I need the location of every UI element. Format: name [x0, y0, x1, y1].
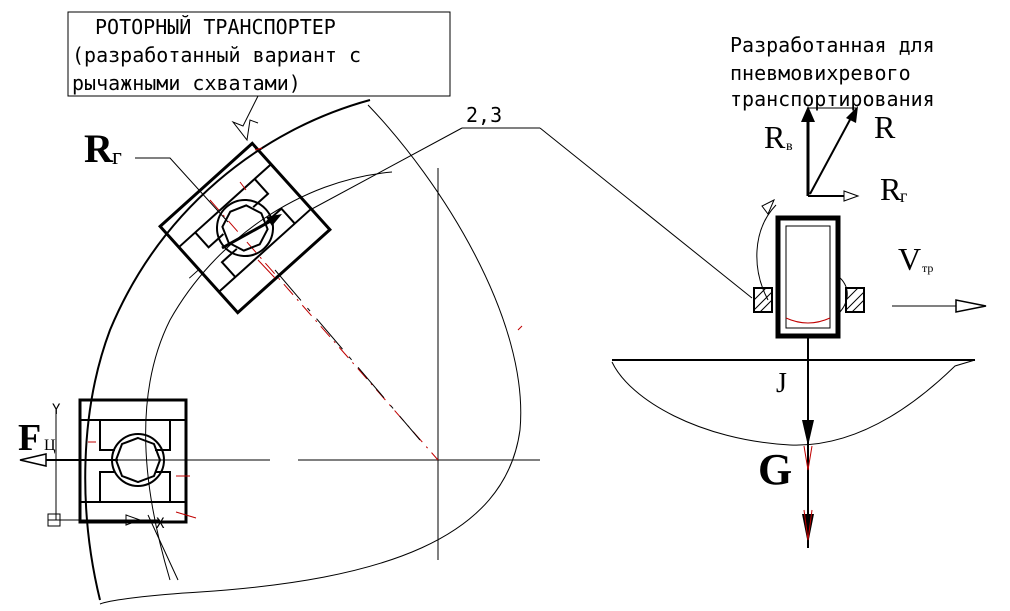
left-title-line2: (разработанный вариант с [72, 43, 361, 67]
rg-left-sub: г [112, 144, 122, 170]
r-label: R [874, 109, 896, 145]
f-label: F [18, 417, 41, 459]
pneumovortex-scheme: Разработанная для пневмовихревого трансп… [611, 33, 987, 548]
right-title-line1: Разработанная для [730, 33, 935, 57]
g-label: G [758, 445, 792, 494]
rotary-transporter: РОТОРНЫЙ ТРАНСПОРТЕР (разработанный вари… [18, 11, 540, 605]
gravity-arrowhead-1 [802, 420, 814, 446]
right-title-line3: транспортирования [730, 87, 935, 111]
red-marks [88, 147, 523, 519]
vortex-arrowhead [761, 198, 775, 215]
centrifugal-force-arrowhead [19, 453, 47, 467]
axis-y-label: Y [52, 402, 61, 418]
ref-line-left [309, 127, 463, 211]
reference-leader: 2,3 [309, 103, 753, 299]
trajectory-contour [99, 104, 522, 605]
axis-x-label: X [156, 516, 165, 532]
rg-left-leader [135, 157, 229, 223]
vortex-arc [756, 204, 777, 301]
right-side-element [845, 287, 865, 313]
rv-label: R [764, 119, 786, 155]
origin-marker [47, 513, 61, 527]
ref-line-right [539, 127, 753, 299]
r-arrowhead [846, 106, 858, 123]
tangent-line [147, 514, 179, 581]
radius-arrowhead [266, 214, 282, 226]
rg-left-label: R [84, 126, 114, 171]
rg-right-label: R [880, 171, 902, 207]
upper-gripper [157, 141, 333, 315]
flow-contour [611, 359, 976, 446]
vessel-inner [785, 225, 831, 329]
rv-sub: в [786, 139, 793, 154]
r-vector [809, 115, 853, 195]
vtr-label: V [898, 241, 921, 277]
radius-arrow [221, 216, 277, 250]
local-x-arrow [125, 514, 142, 526]
title-box [67, 11, 451, 97]
vtr-arrowhead [955, 299, 987, 313]
rotor-inner-arc [145, 171, 393, 581]
radius-line-black [274, 269, 421, 441]
f-sub: Ц [44, 437, 56, 454]
right-title-line2: пневмовихревого [730, 61, 911, 85]
rotor-outer-arc [84, 99, 371, 601]
rv-arrowhead [801, 106, 815, 122]
left-title-line1: РОТОРНЫЙ ТРАНСПОРТЕР [95, 15, 336, 39]
rg-right-sub: г [900, 186, 907, 206]
title-leader [231, 95, 259, 142]
left-title-line3: рычажными схватами) [72, 71, 301, 95]
j-label: J [776, 368, 787, 399]
vessel-bottom-red [785, 317, 831, 324]
gravity-arrowhead-2 [802, 514, 814, 544]
gravity-red-marks [803, 445, 813, 541]
left-side-element [753, 287, 773, 313]
vtr-sub: тр [922, 261, 933, 275]
rg-arrowhead [843, 190, 860, 202]
vortex-arc-right [837, 275, 848, 313]
ref-number: 2,3 [466, 103, 502, 127]
